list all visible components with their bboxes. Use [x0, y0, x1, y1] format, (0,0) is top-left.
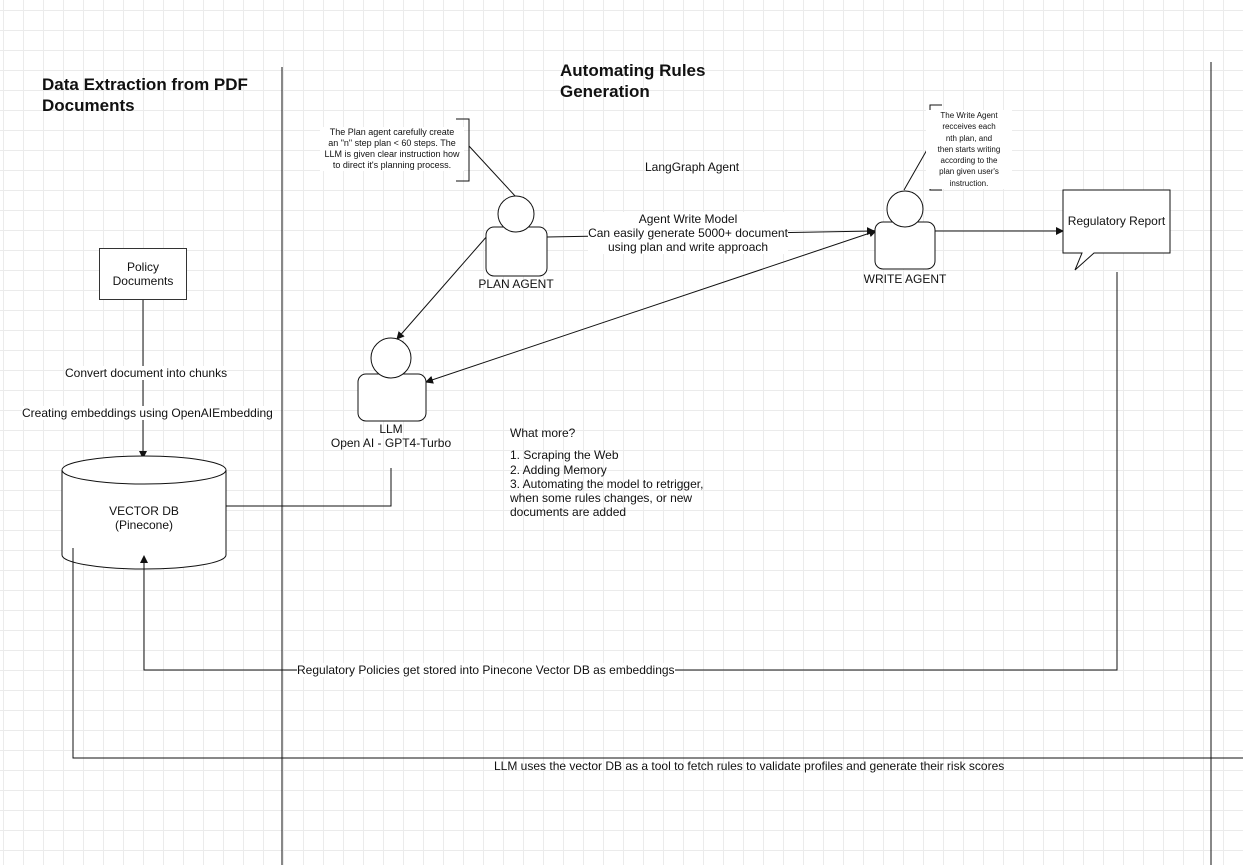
left-section-title-line2: Documents: [42, 96, 135, 115]
left-section-title-line1: Data Extraction from PDF: [42, 75, 248, 94]
vector-db-label: VECTOR DB (Pinecone): [62, 504, 226, 532]
regulatory-report-label: Regulatory Report: [1067, 214, 1166, 228]
policy-documents-line2: Documents: [112, 274, 174, 288]
left-section-title: Data Extraction from PDF Documents: [42, 74, 272, 116]
write-agent-actor-icon[interactable]: [874, 190, 936, 270]
stored-embeddings-label: Regulatory Policies get stored into Pine…: [297, 663, 675, 677]
what-more-title: What more?: [510, 426, 576, 440]
write-note-line: recceives each: [942, 122, 996, 132]
plan-note-line: an "n" step plan < 60 steps. The: [328, 138, 456, 148]
write-note-line: instruction.: [949, 178, 989, 188]
agent-write-model-line3: using plan and write approach: [607, 240, 769, 254]
plan-note-line: to direct it's planning process.: [332, 160, 452, 170]
what-more-item: 1. Scraping the Web: [510, 448, 619, 463]
plan-note-border: [456, 118, 470, 182]
plan-agent-label: PLAN AGENT: [478, 277, 554, 291]
write-note-line: nth plan, and: [945, 133, 993, 143]
agent-write-model-label: Agent Write Model Can easily generate 50…: [588, 212, 788, 254]
agent-write-model-line1: Agent Write Model: [638, 212, 738, 226]
edge-write-to-llm: [425, 229, 877, 384]
right-section-title-line1: Automating Rules: [560, 61, 706, 80]
llm-uses-vector-label: LLM uses the vector DB as a tool to fetc…: [494, 759, 1005, 773]
vector-db-line1: VECTOR DB: [109, 504, 179, 518]
edge-vectordb-llm-tool: [72, 548, 1243, 759]
what-more-spacer: [510, 440, 703, 448]
edge-vectordb-llm: [226, 468, 392, 507]
plan-note-line: The Plan agent carefully create: [329, 127, 455, 137]
what-more-item: 2. Adding Memory: [510, 462, 607, 477]
write-agent-label: WRITE AGENT: [863, 272, 947, 286]
write-note-line: according to the: [940, 156, 998, 166]
what-more-item: 3. Automating the model to retrigger,: [510, 476, 704, 491]
langgraph-agent-label: LangGraph Agent: [645, 160, 740, 174]
write-note-line: then starts writing: [937, 144, 1001, 154]
write-note-line: The Write Agent: [940, 111, 998, 120]
llm-label-line1: LLM: [379, 422, 403, 436]
policy-documents-line1: Policy: [126, 260, 159, 274]
llm-label: LLM Open AI - GPT4-Turbo: [321, 422, 461, 450]
policy-documents-node[interactable]: Policy Documents: [99, 248, 187, 300]
right-section-title: Automating Rules Generation: [560, 60, 760, 102]
regulatory-report-callout[interactable]: [1062, 189, 1171, 271]
what-more-block: What more? 1. Scraping the Web 2. Adding…: [510, 426, 703, 520]
llm-label-line2: Open AI - GPT4-Turbo: [330, 436, 452, 450]
vector-db-line2: (Pinecone): [114, 518, 174, 532]
right-section-title-line2: Generation: [560, 82, 650, 101]
llm-actor-icon[interactable]: [357, 337, 427, 422]
write-note-line: plan given user's: [939, 167, 999, 177]
what-more-item: when some rules changes, or new: [510, 491, 693, 506]
what-more-item: documents are added: [510, 505, 627, 520]
creating-embeddings-label: Creating embeddings using OpenAIEmbeddin…: [22, 406, 273, 420]
write-note-callout-line: [903, 147, 929, 191]
write-agent-note: The Write Agent recceives each nth plan,…: [926, 110, 1012, 190]
agent-write-model-line2: Can easily generate 5000+ document: [588, 226, 788, 240]
plan-note-callout-line: [468, 145, 517, 198]
plan-note-line: LLM is given clear instruction how: [324, 149, 460, 159]
convert-chunks-label: Convert document into chunks: [65, 366, 228, 380]
plan-agent-actor-icon[interactable]: [485, 195, 548, 277]
plan-agent-note: The Plan agent carefully create an "n" s…: [320, 127, 464, 171]
